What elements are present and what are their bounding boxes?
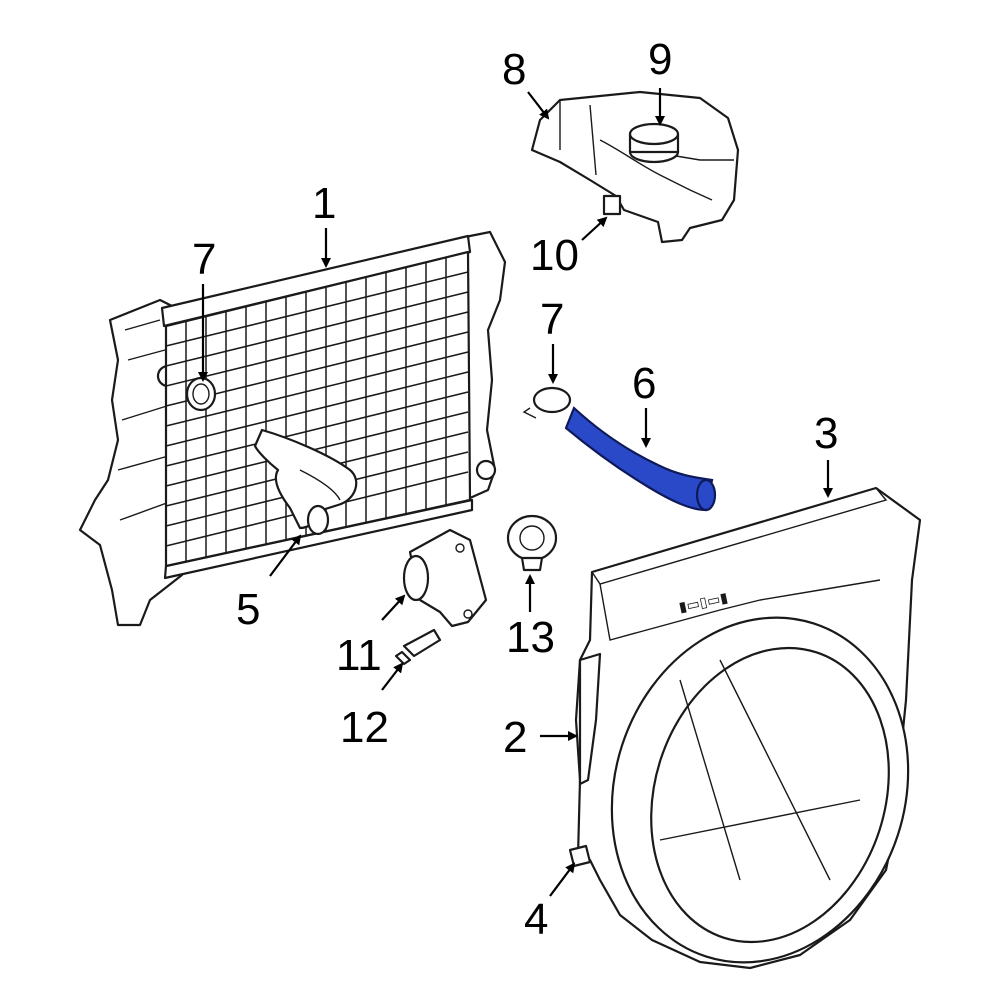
callout-8: 8 (502, 45, 526, 94)
callout-11: 11 (336, 631, 382, 680)
callout-7-radiator: 7 (192, 235, 216, 284)
thermostat[interactable] (506, 514, 558, 572)
callout-arrows (198, 88, 833, 897)
fan-shroud[interactable]: ▮▭▯▭▮ (568, 486, 952, 1000)
callout-9: 9 (648, 35, 672, 84)
upper-hose-body (564, 406, 714, 512)
callout-1: 1 (312, 179, 336, 228)
reservoir-cap[interactable] (628, 122, 680, 164)
callout-13: 13 (506, 613, 555, 662)
callout-3: 3 (814, 409, 838, 458)
hose-clamp-radiator[interactable] (185, 376, 217, 412)
callout-2: 2 (503, 713, 527, 762)
bolt[interactable] (394, 628, 442, 666)
coolant-reservoir[interactable] (530, 90, 740, 244)
radiator[interactable] (78, 230, 507, 627)
callout-5: 5 (236, 585, 260, 634)
callout-10: 10 (530, 231, 579, 280)
callout-12: 12 (340, 703, 389, 752)
upper-radiator-hose[interactable] (564, 406, 717, 512)
callout-7-upper: 7 (540, 295, 564, 344)
callout-4: 4 (524, 895, 548, 944)
callout-6: 6 (632, 359, 656, 408)
thermostat-housing[interactable] (402, 528, 488, 628)
hose-clamp-upper[interactable] (522, 386, 572, 419)
callout-labels: 1 2 3 4 5 6 7 7 8 9 10 11 12 13 (192, 35, 838, 944)
lower-radiator-hose[interactable] (253, 428, 358, 536)
upper-hose-end (695, 478, 717, 512)
